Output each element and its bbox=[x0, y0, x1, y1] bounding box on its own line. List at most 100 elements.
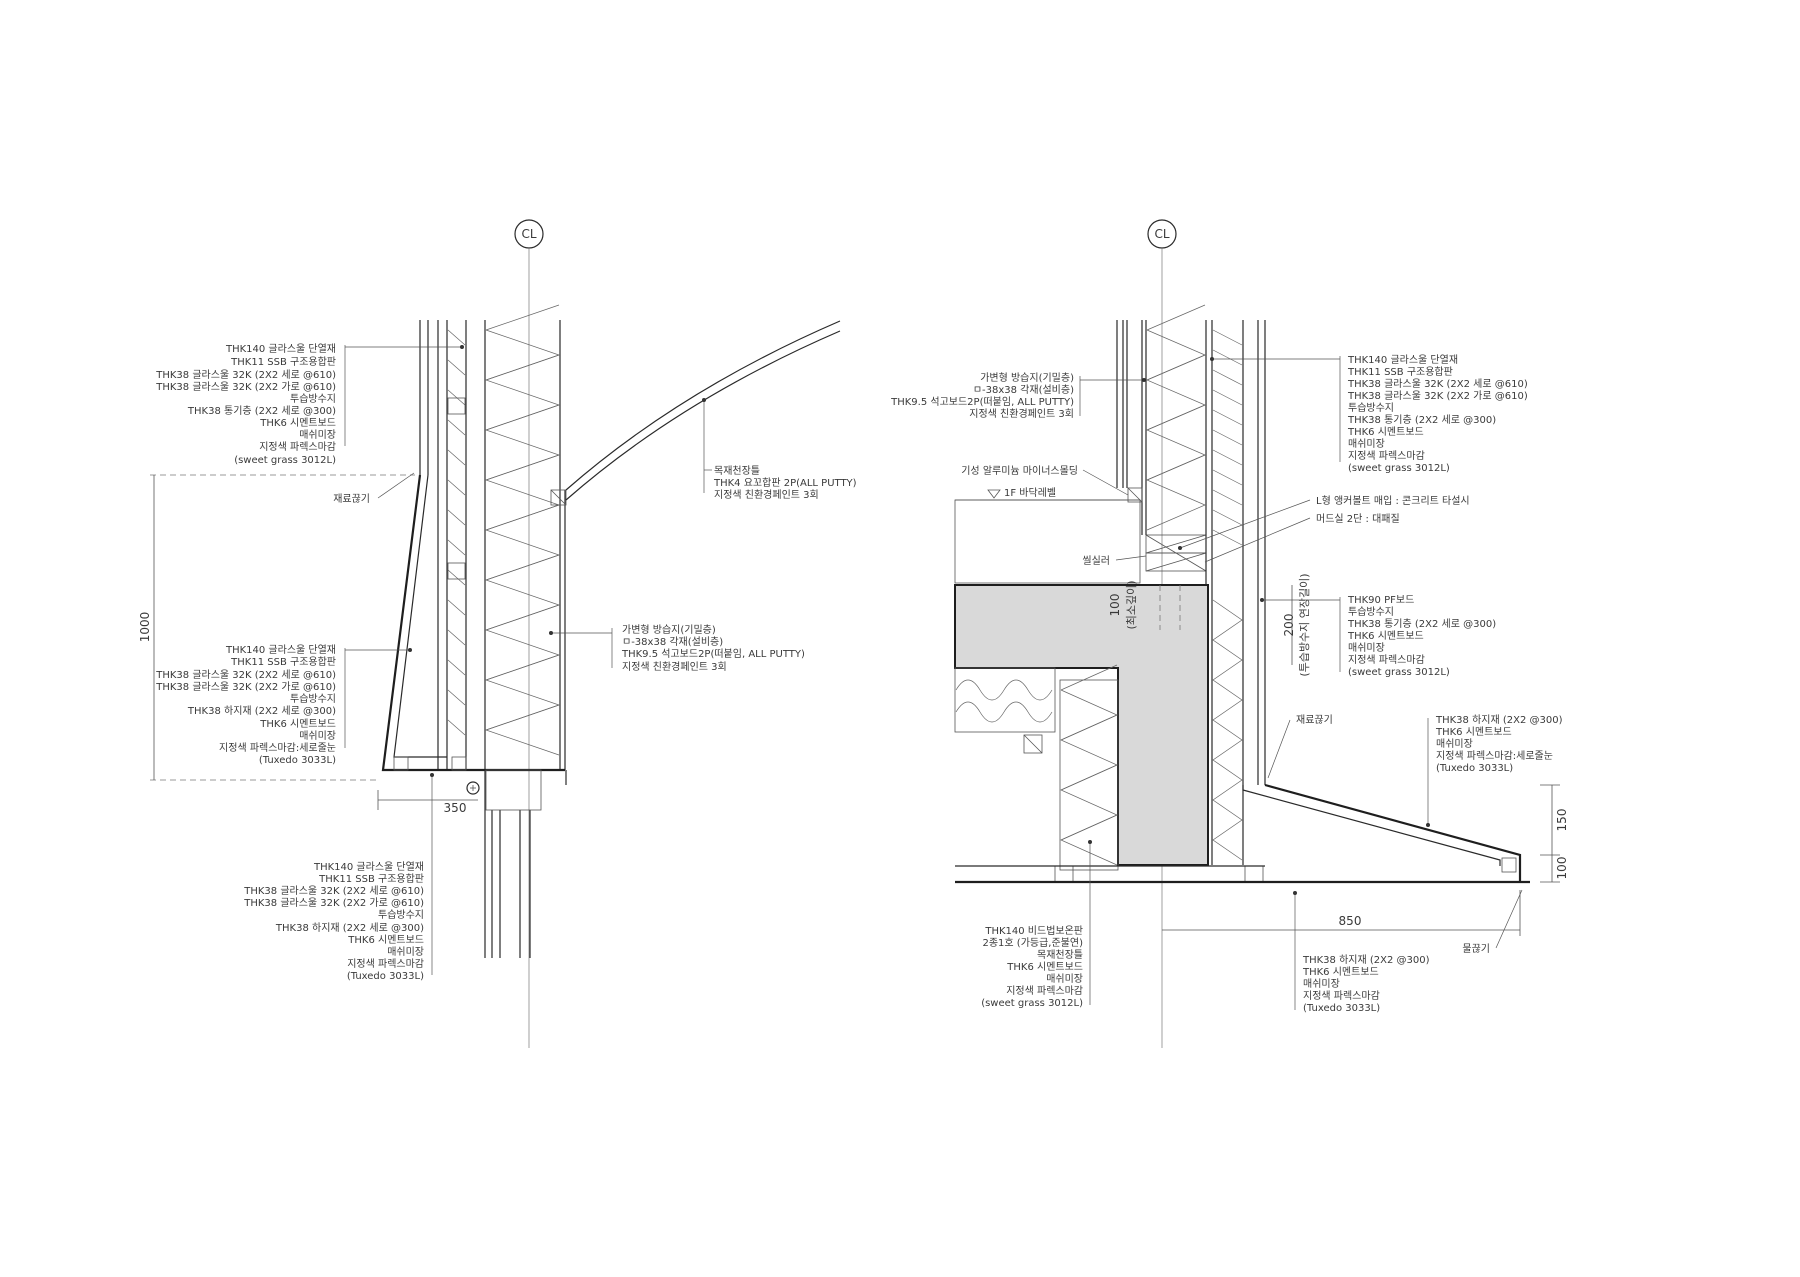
right-joint-label: 재료끊기 bbox=[1267, 714, 1333, 779]
callout-line: THK11 SSB 구조용합판 bbox=[230, 356, 336, 368]
callout-line: 지정색 파렉스마감 bbox=[1006, 985, 1083, 997]
callout-line: THK6 시멘트보드 bbox=[1347, 630, 1424, 642]
callout-line: (Tuxedo 3033L) bbox=[259, 755, 336, 766]
callout-line: THK6 시멘트보드 bbox=[347, 934, 424, 946]
callout-line: THK38 글라스울 32K (2X2 세로 @610) bbox=[1347, 378, 1528, 390]
centerline-left: CL bbox=[514, 219, 544, 1048]
right-slope-callout: THK38 하지재 (2X2 @300) THK6 시멘트보드 매쉬미장 지정색… bbox=[1426, 713, 1563, 827]
callout-line: THK6 시멘트보드 bbox=[1302, 966, 1379, 978]
callout-line: 매쉬미장 bbox=[1046, 973, 1083, 985]
sill-label: 머드실 2단 : 대패질 bbox=[1316, 513, 1400, 525]
left-slope-callout: THK140 글라스울 단열재 THK11 SSB 구조용합판 THK38 글라… bbox=[155, 644, 412, 766]
callout-line: THK38 통기층 (2X2 세로 @300) bbox=[1347, 414, 1496, 426]
callout-line: 지정색 파렉스마감 bbox=[259, 441, 336, 453]
callout-line: 목재천장틀 bbox=[714, 465, 760, 477]
left-dimensions: 1000 350 bbox=[138, 474, 478, 815]
dim-depth: 100 bbox=[1108, 594, 1122, 617]
left-wall-section bbox=[381, 304, 841, 958]
callout-line: THK38 통기층 (2X2 세로 @300) bbox=[187, 405, 336, 417]
right-soffit-callout: THK140 비드법보온판 2종1호 (가등급,준불연) 목재천장틀 THK6 … bbox=[981, 840, 1092, 1009]
right-interior-callout: 가변형 방습지(기밀층) ㅁ-38x38 각재(설비층) THK9.5 석고보드… bbox=[890, 372, 1146, 420]
left-lower-callout: THK140 글라스울 단열재 THK11 SSB 구조용합판 THK38 글라… bbox=[243, 773, 434, 982]
right-detail: CL bbox=[890, 219, 1569, 1048]
callout-line: 목재천장틀 bbox=[1037, 949, 1083, 961]
callout-line: (Tuxedo 3033L) bbox=[1303, 1003, 1380, 1014]
callout-line: 지정색 파렉스마감 bbox=[1348, 654, 1425, 666]
callout-line: THK6 시멘트보드 bbox=[259, 417, 336, 429]
callout-line: THK90 PF보드 bbox=[1347, 594, 1414, 606]
callout-line: THK38 글라스울 32K (2X2 가로 @610) bbox=[243, 897, 424, 909]
callout-line: THK140 비드법보온판 bbox=[984, 925, 1083, 937]
centerline-label: CL bbox=[521, 227, 536, 241]
callout-line: (Tuxedo 3033L) bbox=[347, 971, 424, 982]
molding-label: 기성 알루미늄 마이너스몰딩 bbox=[961, 465, 1078, 477]
callout-line: THK11 SSB 구조용합판 bbox=[230, 656, 336, 668]
centerline-label: CL bbox=[1154, 227, 1169, 241]
callout-line: ㅁ-38x38 각재(설비층) bbox=[973, 384, 1074, 396]
callout-line: THK38 하지재 (2X2 세로 @300) bbox=[187, 704, 336, 717]
callout-line: 투습방수지 bbox=[290, 393, 336, 405]
callout-line: THK11 SSB 구조용합판 bbox=[318, 873, 424, 885]
callout-line: THK38 글라스울 32K (2X2 가로 @610) bbox=[155, 681, 336, 693]
dim-200: 200 bbox=[1282, 614, 1296, 637]
callout-line: 2종1호 (가등급,준불연) bbox=[983, 937, 1084, 949]
callout-line: 지정색 파렉스마감 bbox=[347, 958, 424, 970]
callout-line: 매쉬미장 bbox=[1348, 642, 1385, 654]
dim-width-left: 350 bbox=[444, 801, 467, 815]
callout-line: THK38 글라스울 32K (2X2 세로 @610) bbox=[243, 885, 424, 897]
callout-line: THK11 SSB 구조용합판 bbox=[1347, 366, 1453, 378]
callout-line: 매쉬미장 bbox=[387, 946, 424, 958]
callout-line: 가변형 방습지(기밀층) bbox=[622, 624, 716, 636]
right-bottom-callout: THK38 하지재 (2X2 @300) THK6 시멘트보드 매쉬미장 지정색… bbox=[1293, 891, 1430, 1014]
callout-line: THK38 하지재 (2X2 @300) bbox=[1435, 713, 1563, 726]
callout-line: 매쉬미장 bbox=[299, 429, 336, 441]
dim-200-note: (투습방수지 연장길이) bbox=[1298, 573, 1311, 676]
callout-line: ㅁ-38x38 각재(설비층) bbox=[622, 636, 723, 648]
sealer-label: 씰실러 bbox=[1082, 555, 1147, 567]
callout-line: THK6 시멘트보드 bbox=[1435, 726, 1512, 738]
callout-line: 투습방수지 bbox=[1348, 606, 1394, 618]
callout-line: THK140 글라스울 단열재 bbox=[313, 861, 424, 873]
callout-line: THK140 글라스울 단열재 bbox=[225, 343, 336, 355]
left-detail: CL bbox=[138, 219, 857, 1048]
dim-850: 850 bbox=[1339, 914, 1362, 928]
dim-150: 150 bbox=[1555, 809, 1569, 832]
callout-line: (sweet grass 3012L) bbox=[1348, 667, 1450, 678]
right-molding-label: 기성 알루미늄 마이너스몰딩 bbox=[961, 465, 1129, 496]
joint-label: 재료끊기 bbox=[333, 493, 370, 505]
right-upper-callout: THK140 글라스울 단열재 THK11 SSB 구조용합판 THK38 글라… bbox=[1210, 354, 1528, 474]
callout-line: 매쉬미장 bbox=[1436, 738, 1473, 750]
floor-level-marker: 1F 바닥레벨 bbox=[980, 487, 1120, 501]
callout-line: 매쉬미장 bbox=[1303, 978, 1340, 990]
drip-text: 물끊기 bbox=[1462, 943, 1490, 955]
callout-line: THK38 통기층 (2X2 세로 @300) bbox=[1347, 618, 1496, 630]
callout-line: 지정색 파렉스마감 bbox=[1303, 990, 1380, 1002]
callout-line: (sweet grass 3012L) bbox=[234, 455, 336, 466]
anchor-label: L형 앵커볼트 매입 : 콘크리트 타설시 bbox=[1316, 494, 1470, 507]
callout-line: THK38 글라스울 32K (2X2 가로 @610) bbox=[155, 381, 336, 393]
right-base-callout: THK90 PF보드 투습방수지 THK38 통기층 (2X2 세로 @300)… bbox=[1260, 594, 1496, 678]
callout-line: THK140 글라스울 단열재 bbox=[225, 644, 336, 656]
callout-line: THK9.5 석고보드2P(떠붙임, ALL PUTTY) bbox=[621, 647, 805, 660]
callout-line: THK6 시멘트보드 bbox=[1347, 426, 1424, 438]
callout-line: 투습방수지 bbox=[1348, 402, 1394, 414]
callout-line: 지정색 파렉스마감:세로줄눈 bbox=[219, 742, 336, 754]
callout-line: 지정색 친환경페인트 3회 bbox=[969, 407, 1074, 420]
callout-line: THK6 시멘트보드 bbox=[1006, 961, 1083, 973]
callout-line: THK38 하지재 (2X2 세로 @300) bbox=[275, 921, 424, 934]
anchor-callout: L형 앵커볼트 매입 : 콘크리트 타설시 머드실 2단 : 대패질 bbox=[1178, 494, 1470, 563]
callout-line: THK38 하지재 (2X2 @300) bbox=[1302, 953, 1430, 966]
callout-line: THK38 글라스울 32K (2X2 가로 @610) bbox=[1347, 390, 1528, 402]
callout-line: 가변형 방습지(기밀층) bbox=[980, 372, 1074, 384]
left-joint-label: 재료끊기 bbox=[333, 472, 415, 505]
left-ceiling-callout: 목재천장틀 THK4 요꼬합판 2P(ALL PUTTY) 지정색 친환경페인트… bbox=[702, 398, 857, 501]
callout-line: THK6 시멘트보드 bbox=[259, 718, 336, 730]
callout-line: 지정색 친환경페인트 3회 bbox=[714, 488, 819, 501]
callout-line: 투습방수지 bbox=[378, 909, 424, 921]
callout-line: 지정색 친환경페인트 3회 bbox=[622, 660, 727, 673]
left-interior-callout: 가변형 방습지(기밀층) ㅁ-38x38 각재(설비층) THK9.5 석고보드… bbox=[549, 624, 805, 673]
right-wall-section bbox=[1116, 304, 1522, 882]
joint-label: 재료끊기 bbox=[1296, 714, 1333, 726]
callout-line: 매쉬미장 bbox=[1348, 438, 1385, 450]
